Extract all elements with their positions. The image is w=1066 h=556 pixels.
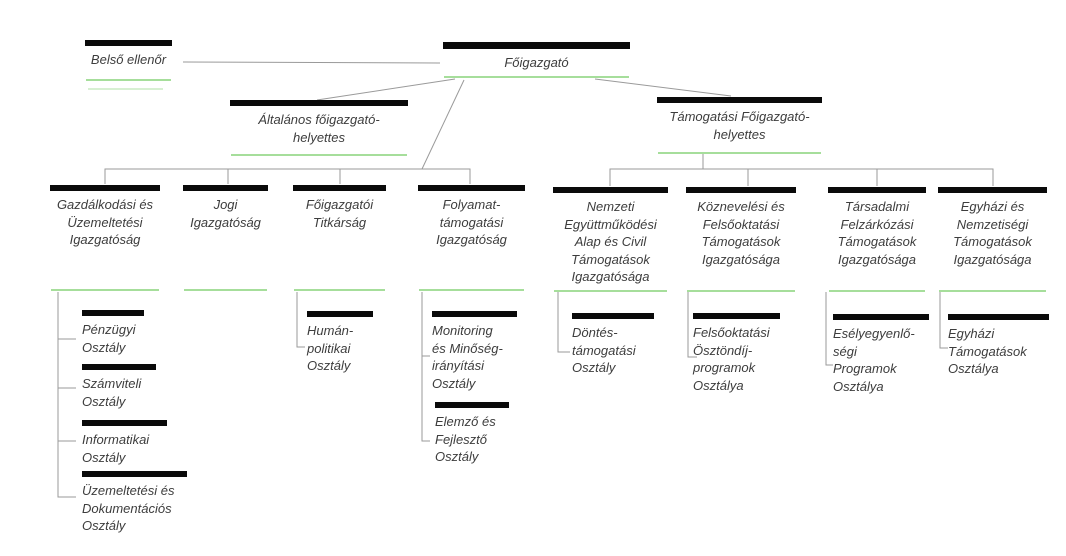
org-node-penzugyi: Pénzügyi Osztály bbox=[82, 310, 192, 356]
node-label: Gazdálkodási és Üzemeltetési Igazgatóság bbox=[56, 197, 154, 248]
org-node-gazdalkodasi: Gazdálkodási és Üzemeltetési Igazgatóság bbox=[50, 185, 160, 291]
node-green-underline bbox=[231, 154, 407, 156]
node-top-bar bbox=[948, 314, 1049, 320]
node-top-bar bbox=[183, 185, 268, 191]
node-green-underline bbox=[86, 79, 171, 81]
node-top-bar bbox=[50, 185, 160, 191]
node-label: Egyházi és Nemzetiségi Támogatások Igazg… bbox=[953, 199, 1032, 267]
node-label: Főigazgató bbox=[504, 55, 569, 70]
node-green-underline bbox=[939, 290, 1046, 292]
node-top-bar bbox=[85, 40, 172, 46]
node-label: Támogatási Főigazgató- helyettes bbox=[669, 109, 810, 142]
node-label: Társadalmi Felzárkózási Támogatások Igaz… bbox=[837, 199, 917, 267]
org-node-foigazgato: Főigazgató bbox=[443, 42, 630, 78]
org-node-elemzo: Elemző és Fejlesztő Osztály bbox=[435, 402, 535, 466]
org-node-tarsadalmi: Társadalmi Felzárkózási Támogatások Igaz… bbox=[828, 187, 926, 292]
node-label: Belső ellenőr bbox=[90, 52, 167, 67]
node-top-bar bbox=[435, 402, 509, 408]
node-green-underline bbox=[554, 290, 667, 292]
node-top-bar bbox=[82, 420, 167, 426]
node-label: Felsőoktatási Ösztöndíj- programok Osztá… bbox=[693, 325, 770, 393]
org-node-altalanos-helyettes: Általános főigazgató- helyettes bbox=[230, 100, 408, 156]
org-node-monitoring: Monitoring és Minőség- irányítási Osztál… bbox=[432, 311, 532, 392]
ghost-underline bbox=[88, 88, 163, 90]
node-top-bar bbox=[432, 311, 517, 317]
edge-nemzeti-child bbox=[557, 292, 570, 353]
node-label: Esélyegyenlő- ségi Programok Osztálya bbox=[833, 326, 915, 394]
node-top-bar bbox=[686, 187, 796, 193]
org-node-egyhazi-tamogatasok: Egyházi Támogatások Osztálya bbox=[948, 314, 1058, 378]
node-top-bar bbox=[293, 185, 386, 191]
node-top-bar bbox=[693, 313, 780, 319]
node-label: Monitoring és Minőség- irányítási Osztál… bbox=[432, 323, 503, 391]
node-green-underline bbox=[51, 289, 159, 291]
org-node-felsooktatasi: Felsőoktatási Ösztöndíj- programok Osztá… bbox=[693, 313, 793, 394]
edge-belso-foigazgato bbox=[182, 61, 441, 64]
node-label: Humán- politikai Osztály bbox=[307, 323, 354, 374]
org-node-human-politikai: Humán- politikai Osztály bbox=[307, 311, 407, 375]
node-green-underline bbox=[419, 289, 524, 291]
node-top-bar bbox=[82, 310, 144, 316]
node-label: Egyházi Támogatások Osztálya bbox=[948, 326, 1027, 377]
node-top-bar bbox=[833, 314, 929, 320]
node-green-underline bbox=[294, 289, 385, 291]
node-label: Köznevelési és Felsőoktatási Támogatások… bbox=[697, 199, 785, 267]
node-green-underline bbox=[184, 289, 267, 291]
node-top-bar bbox=[230, 100, 408, 106]
node-label: Jogi Igazgatóság bbox=[190, 197, 261, 230]
node-label: Elemző és Fejlesztő Osztály bbox=[435, 414, 496, 465]
right-bus bbox=[609, 168, 994, 186]
org-node-tamogatasi-helyettes: Támogatási Főigazgató- helyettes bbox=[657, 97, 822, 154]
node-label: Pénzügyi Osztály bbox=[82, 322, 136, 355]
org-node-nemzeti: Nemzeti Együttműködési Alap és Civil Tám… bbox=[553, 187, 668, 292]
node-top-bar bbox=[572, 313, 654, 319]
edge-egyhazi-child bbox=[939, 292, 948, 349]
node-top-bar bbox=[418, 185, 525, 191]
edge-foigazgato-left-bus bbox=[421, 79, 465, 170]
node-top-bar bbox=[938, 187, 1047, 193]
node-label: Számviteli Osztály bbox=[82, 376, 142, 409]
edge-folyamat-children bbox=[421, 292, 430, 442]
node-label: Döntés- támogatási Osztály bbox=[572, 325, 636, 376]
org-node-uzemeltetesi: Üzemeltetési és Dokumentációs Osztály bbox=[82, 471, 200, 535]
node-green-underline bbox=[444, 76, 629, 78]
org-node-jogi: Jogi Igazgatóság bbox=[183, 185, 268, 291]
org-node-folyamat: Folyamat- támogatási Igazgatóság bbox=[418, 185, 525, 291]
left-bus bbox=[104, 168, 471, 184]
org-node-titkarsag: Főigazgatói Titkárság bbox=[293, 185, 386, 291]
edge-tarsadalmi-child bbox=[825, 292, 833, 366]
node-label: Informatikai Osztály bbox=[82, 432, 150, 465]
org-node-koznevelesi: Köznevelési és Felsőoktatási Támogatások… bbox=[686, 187, 796, 292]
edge-foigazgato-tamogatasi bbox=[594, 78, 732, 97]
org-node-egyhazi-nemzetisegi: Egyházi és Nemzetiségi Támogatások Igazg… bbox=[938, 187, 1047, 292]
org-node-dontes: Döntés- támogatási Osztály bbox=[572, 313, 672, 377]
node-label: Üzemeltetési és Dokumentációs Osztály bbox=[82, 483, 175, 534]
edge-foigazgato-altalanos bbox=[316, 78, 456, 101]
org-node-szamviteli: Számviteli Osztály bbox=[82, 364, 192, 410]
node-top-bar bbox=[828, 187, 926, 193]
node-top-bar bbox=[82, 471, 187, 477]
org-node-eselyegyenlosegi: Esélyegyenlő- ségi Programok Osztálya bbox=[833, 314, 933, 395]
node-label: Nemzeti Együttműködési Alap és Civil Tám… bbox=[564, 199, 657, 285]
node-top-bar bbox=[443, 42, 630, 49]
edge-gazdalkodasi-children bbox=[57, 292, 76, 498]
node-label: Általános főigazgató- helyettes bbox=[258, 112, 380, 145]
org-node-informatikai: Informatikai Osztály bbox=[82, 420, 192, 466]
node-top-bar bbox=[82, 364, 156, 370]
node-label: Folyamat- támogatási Igazgatóság bbox=[436, 197, 507, 248]
node-top-bar bbox=[657, 97, 822, 103]
node-green-underline bbox=[829, 290, 925, 292]
node-green-underline bbox=[658, 152, 821, 154]
org-node-belso-ellenor: Belső ellenőr bbox=[85, 40, 172, 81]
node-top-bar bbox=[307, 311, 373, 317]
node-top-bar bbox=[553, 187, 668, 193]
node-green-underline bbox=[687, 290, 795, 292]
node-label: Főigazgatói Titkárság bbox=[305, 197, 374, 230]
edge-titkarsag-child bbox=[296, 292, 305, 348]
